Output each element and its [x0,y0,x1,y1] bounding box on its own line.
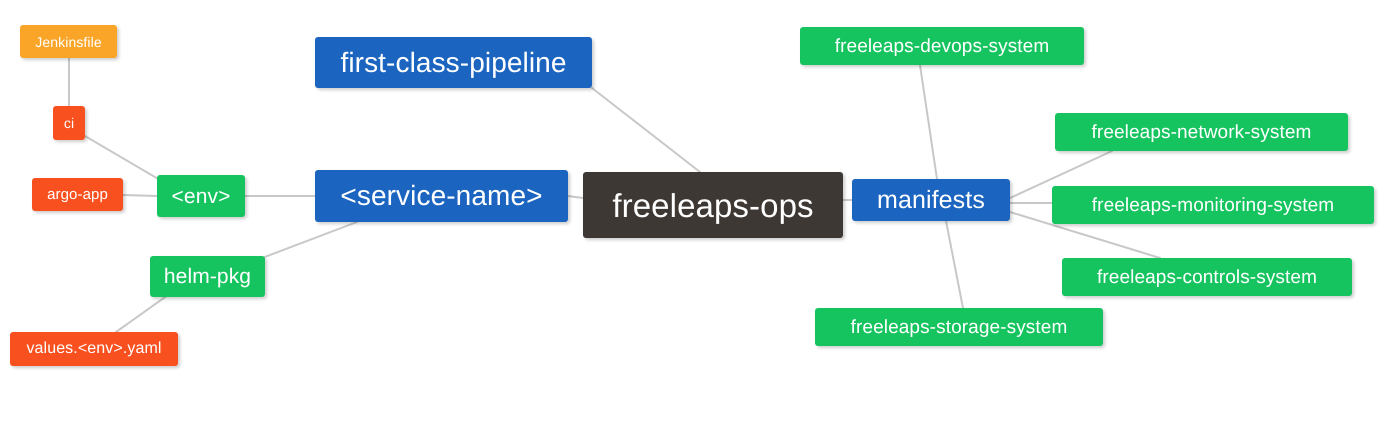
node-argo-app[interactable]: argo-app [32,178,123,211]
node-label-ci: ci [63,115,75,131]
node-monitoring[interactable]: freeleaps-monitoring-system [1052,186,1374,224]
node-label-pipeline: first-class-pipeline [340,46,567,78]
node-label-controls: freeleaps-controls-system [1096,266,1318,288]
node-controls[interactable]: freeleaps-controls-system [1062,258,1352,296]
node-label-storage: freeleaps-storage-system [850,316,1068,338]
edge-argo-app-to-env [122,194,158,197]
node-label-devops: freeleaps-devops-system [834,35,1050,57]
node-helm-pkg[interactable]: helm-pkg [150,256,265,297]
node-label-monitoring: freeleaps-monitoring-system [1091,194,1335,216]
node-label-manifests: manifests [877,185,985,214]
edge-manifests-to-storage [945,220,964,309]
node-devops[interactable]: freeleaps-devops-system [800,27,1084,65]
node-service-name[interactable]: <service-name> [315,170,568,222]
node-label-env: <env> [171,184,231,208]
node-manifests[interactable]: manifests [852,179,1010,221]
node-label-jenkinsfile: Jenkinsfile [35,33,102,50]
edge-helm-pkg-to-values-yaml [115,294,169,333]
edge-manifests-to-devops [919,64,938,180]
node-label-helm-pkg: helm-pkg [163,265,252,288]
edge-service-name-to-helm-pkg [261,221,358,259]
node-label-freeleaps-ops: freeleaps-ops [612,186,814,224]
node-ci[interactable]: ci [53,106,85,140]
edge-service-name-to-freeleaps-ops [567,195,584,199]
edge-pipeline-to-freeleaps-ops [591,87,701,173]
node-pipeline[interactable]: first-class-pipeline [315,37,592,88]
node-storage[interactable]: freeleaps-storage-system [815,308,1103,346]
node-label-network: freeleaps-network-system [1091,121,1312,143]
node-env[interactable]: <env> [157,175,245,217]
node-label-values-yaml: values.<env>.yaml [26,340,162,357]
node-network[interactable]: freeleaps-network-system [1055,113,1348,151]
node-jenkinsfile[interactable]: Jenkinsfile [20,25,117,58]
node-freeleaps-ops[interactable]: freeleaps-ops [583,172,843,238]
edge-ci-to-env [84,135,161,181]
node-values-yaml[interactable]: values.<env>.yaml [10,332,178,366]
node-label-service-name: <service-name> [340,180,543,211]
node-label-argo-app: argo-app [47,186,108,203]
